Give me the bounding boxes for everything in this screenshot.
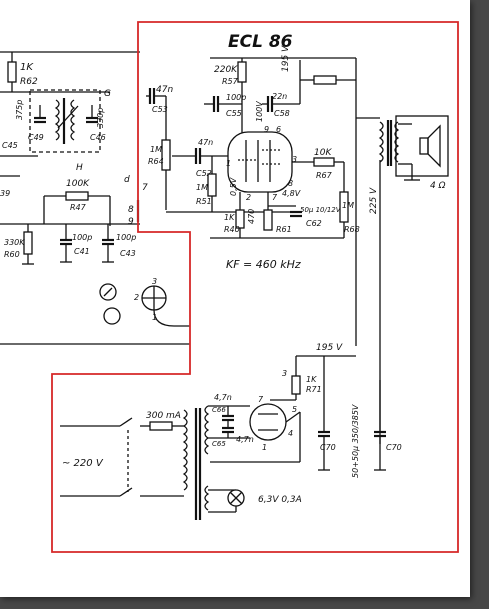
- speaker-impedance: 4 Ω: [430, 181, 446, 191]
- c41-value: 100p: [72, 233, 92, 242]
- supply-225v: 225 V: [369, 187, 379, 214]
- voltage-05v: 0,5V: [229, 177, 238, 196]
- rect-pin-5: 5: [292, 405, 297, 414]
- c55-value: 100p: [226, 93, 246, 102]
- rect-pin-4: 4: [288, 429, 293, 438]
- rect-pin-1: 1: [262, 443, 267, 452]
- pin-7: 7: [272, 193, 278, 202]
- c53-name: C53: [152, 105, 168, 114]
- r40-name: R40: [224, 225, 240, 234]
- contact-7: 7: [142, 183, 148, 193]
- c62-value: 50μ 10/12V: [300, 206, 342, 214]
- r71-value: 1K: [306, 375, 317, 384]
- r59-value: 39: [0, 189, 10, 198]
- rect-pin-7: 7: [258, 395, 264, 404]
- r51-name: R51: [196, 197, 212, 206]
- power-supply: 195 V 1K R71 3 7 5 4 1: [60, 343, 402, 520]
- c66-value: 4,7n: [214, 393, 232, 402]
- r57-name: R57: [222, 77, 239, 86]
- r64-value: 1M: [150, 145, 162, 154]
- terminal-h: H: [76, 163, 83, 173]
- rect-pin-3: 3: [282, 369, 287, 378]
- if-frequency-note: KF = 460 kHz: [226, 258, 301, 271]
- c65-value: 4,7n: [236, 435, 254, 444]
- voltage-48v: 4,8V: [282, 189, 301, 198]
- lamp-rating: 6,3V 0,3A: [258, 495, 302, 505]
- c65-name: C65: [212, 440, 226, 448]
- r40-value: 1K: [224, 213, 235, 222]
- contact-8: 8: [128, 205, 134, 215]
- c58-name: C58: [274, 109, 290, 118]
- pin-1: 1: [226, 159, 231, 168]
- c46-name: C46: [90, 133, 106, 142]
- c66-name: C66: [212, 406, 226, 414]
- c52-name: C52: [196, 169, 212, 178]
- rectifier-tube: [249, 403, 287, 441]
- r67-value: 10K: [314, 148, 332, 158]
- r62-name: R62: [20, 77, 38, 87]
- schematic-diagram: 1K R62 375p C49 330p C46 G: [0, 21, 459, 553]
- fuse: [149, 421, 173, 431]
- pin-6: 6: [276, 125, 281, 134]
- supply-195v-top: 195 V: [281, 45, 291, 72]
- r67-name: R67: [316, 171, 333, 180]
- pin-9: 9: [264, 125, 269, 134]
- r68-name: R68: [344, 225, 360, 234]
- c46-value: 330p: [96, 108, 105, 128]
- voltage-100v: 100V: [255, 101, 264, 122]
- r60-name: R60: [4, 250, 20, 259]
- tuning-indicator-symbol: [103, 307, 121, 325]
- highlight-outline: [51, 21, 459, 553]
- filter-cap-rating: 50+50μ 350/385V: [351, 404, 360, 478]
- speaker-box: [395, 115, 449, 177]
- c43-value: 100p: [116, 233, 136, 242]
- r68-value: 1M: [342, 201, 354, 210]
- schematic-page: 1K R62 375p C49 330p C46 G: [0, 0, 470, 597]
- if-section: 1K R62 375p C49 330p C46 G: [0, 51, 190, 345]
- c45-value: C45: [2, 141, 18, 150]
- mains-voltage: ~ 220 V: [62, 458, 104, 469]
- c43-name: C43: [120, 249, 136, 258]
- ecl86-stage: ECL 86 195 V 220K R57 100p C55: [146, 32, 449, 444]
- r71-name: R71: [306, 385, 322, 394]
- r61-value: 470: [247, 209, 256, 224]
- c52-value: 47n: [198, 138, 213, 147]
- contact-d: d: [124, 175, 130, 185]
- fuse-rating: 300 mA: [146, 411, 181, 421]
- c58-value: 22n: [272, 92, 287, 101]
- if-transformer-shield: [29, 89, 101, 153]
- wafer-pin-1: 1: [152, 313, 157, 322]
- terminal-g: G: [104, 89, 111, 99]
- c49-value: 375p: [15, 100, 24, 120]
- c70-name: C70: [320, 443, 336, 452]
- c70b-name: C70: [386, 443, 402, 452]
- r62-value: 1K: [20, 62, 34, 73]
- r47-value: 100K: [66, 179, 90, 189]
- supply-195v-bottom: 195 V: [316, 343, 343, 353]
- r64-name: R64: [148, 157, 164, 166]
- wafer-pin-2: 2: [134, 293, 139, 302]
- wafer-pin-3: 3: [152, 277, 157, 286]
- c55-name: C55: [226, 109, 242, 118]
- c41-name: C41: [74, 247, 90, 256]
- r47-name: R47: [70, 203, 87, 212]
- r51-value: 1M: [196, 183, 208, 192]
- r61-name: R61: [276, 225, 292, 234]
- pin-8: 8: [288, 179, 293, 188]
- c53-value: 47n: [156, 85, 173, 95]
- c62-name: C62: [306, 219, 322, 228]
- pin-2: 2: [246, 193, 251, 202]
- contact-9: 9: [128, 217, 134, 227]
- r57-value: 220K: [214, 65, 238, 75]
- tube-title: ECL 86: [228, 32, 293, 52]
- pin-3: 3: [292, 155, 297, 164]
- r60-value: 330K: [4, 238, 25, 247]
- speaker-icon: [419, 137, 429, 155]
- c49-name: C49: [28, 133, 44, 142]
